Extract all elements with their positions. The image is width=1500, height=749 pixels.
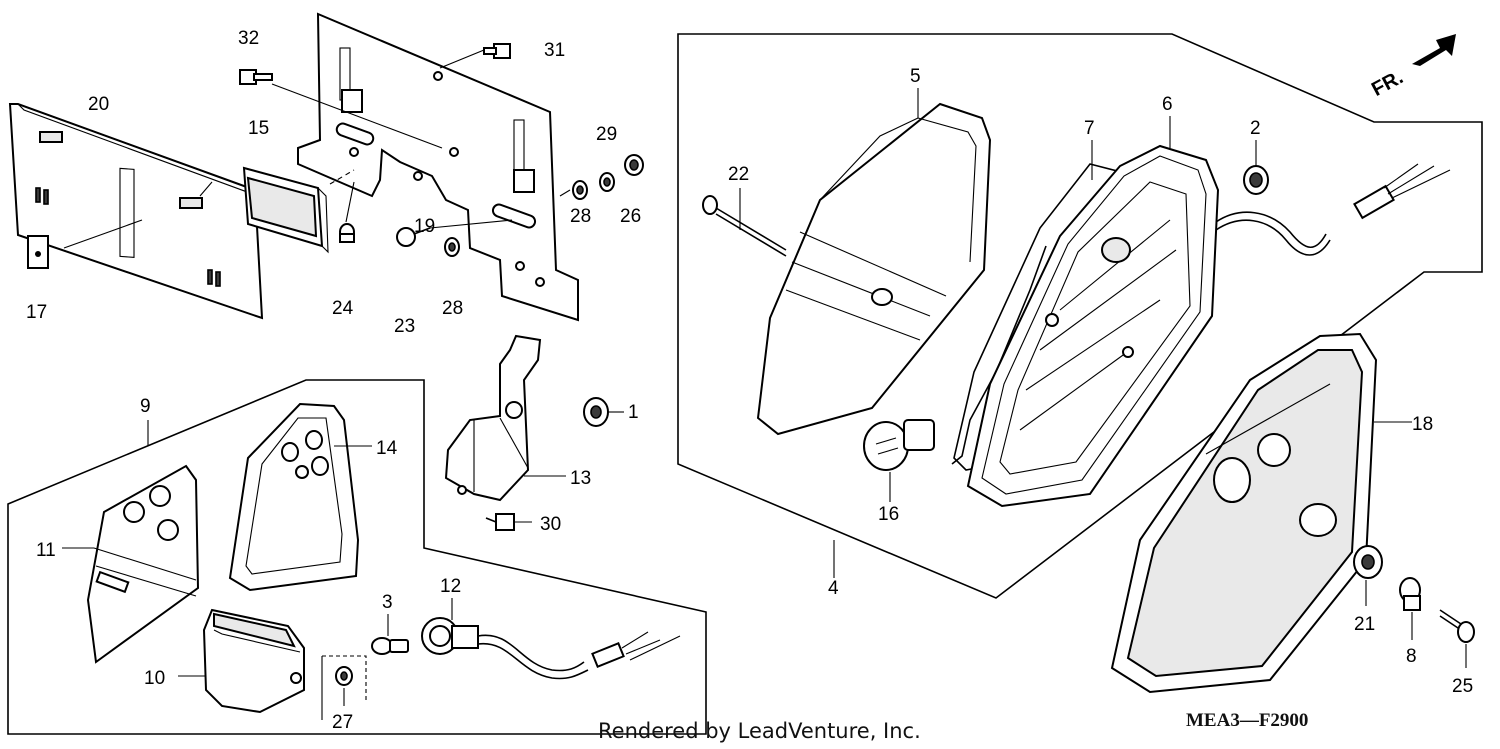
socket-12	[421, 598, 681, 680]
collar-8	[1399, 577, 1421, 640]
direction-label: FR.	[1368, 66, 1407, 101]
screw-22	[702, 195, 787, 257]
label-10: 10	[144, 668, 165, 689]
label-18: 18	[1412, 414, 1433, 435]
label-16: 16	[878, 504, 899, 525]
screw-23	[396, 227, 431, 247]
label-23: 23	[394, 316, 415, 337]
license-light-group	[7, 334, 707, 735]
label-19: 19	[414, 216, 435, 237]
label-27: 27	[332, 712, 353, 733]
diagram-code: MEA3—F2900	[1186, 710, 1308, 731]
bolt-31	[483, 43, 511, 59]
license-light-lens-11	[86, 464, 200, 664]
nut-27	[335, 666, 353, 706]
license-plate-bracket-group	[8, 12, 644, 322]
license-light-bracket-13	[444, 334, 566, 502]
label-14: 14	[376, 438, 398, 459]
tail-light-assembly-boundary-4	[677, 33, 1483, 599]
tail-lens-5	[756, 102, 992, 436]
bulb-16	[863, 419, 935, 471]
callout-labels: 32 31 20 15 29 26 28 19 24 28 23 17 5 7 …	[26, 28, 1473, 733]
label-29: 29	[596, 124, 617, 145]
bulb-3	[371, 614, 409, 655]
render-credit: Rendered by LeadVenture, Inc.	[598, 719, 921, 743]
reflector-15	[242, 166, 329, 254]
label-20: 20	[88, 94, 109, 115]
license-light-gasket-14	[228, 402, 372, 592]
nut-24	[339, 223, 355, 243]
label-9: 9	[140, 396, 151, 417]
grommet-21	[1353, 545, 1383, 606]
label-3: 3	[382, 592, 393, 613]
tail-light-base-18	[1110, 332, 1412, 694]
label-22: 22	[728, 164, 749, 185]
label-28-upper: 28	[570, 206, 591, 227]
license-bracket-19	[297, 12, 579, 322]
bolt-32	[239, 69, 273, 85]
label-32: 32	[238, 28, 259, 49]
washer-28-upper	[572, 180, 588, 200]
front-direction-indicator: FR.	[1368, 34, 1456, 101]
bolt-25	[1439, 609, 1475, 668]
label-6: 6	[1162, 94, 1173, 115]
label-28-lower: 28	[442, 298, 463, 319]
label-2: 2	[1250, 118, 1261, 139]
label-25: 25	[1452, 676, 1473, 697]
label-24: 24	[332, 298, 354, 319]
label-4: 4	[828, 578, 839, 599]
label-8: 8	[1406, 646, 1417, 667]
washer-28-lower	[444, 237, 460, 257]
label-30: 30	[540, 514, 561, 535]
nut-26	[624, 154, 644, 176]
label-11: 11	[36, 540, 56, 561]
license-light-boundary-9	[7, 379, 707, 735]
label-1: 1	[628, 402, 639, 423]
label-31: 31	[544, 40, 565, 61]
label-15: 15	[248, 118, 269, 139]
tail-light-housing-6	[966, 144, 1220, 508]
label-12: 12	[440, 576, 461, 597]
label-7: 7	[1084, 118, 1095, 139]
label-21: 21	[1354, 614, 1375, 635]
license-light-housing-10	[178, 608, 305, 714]
tail-light-group	[677, 33, 1483, 599]
label-17: 17	[26, 302, 47, 323]
label-26: 26	[620, 206, 641, 227]
grommet-1	[583, 397, 624, 427]
label-5: 5	[910, 66, 921, 87]
bolt-30	[485, 513, 532, 531]
tail-light-wire	[1215, 211, 1327, 249]
license-plate-20	[8, 103, 264, 320]
washer-29	[599, 172, 615, 192]
label-13: 13	[570, 468, 591, 489]
grommet-2	[1243, 165, 1269, 195]
